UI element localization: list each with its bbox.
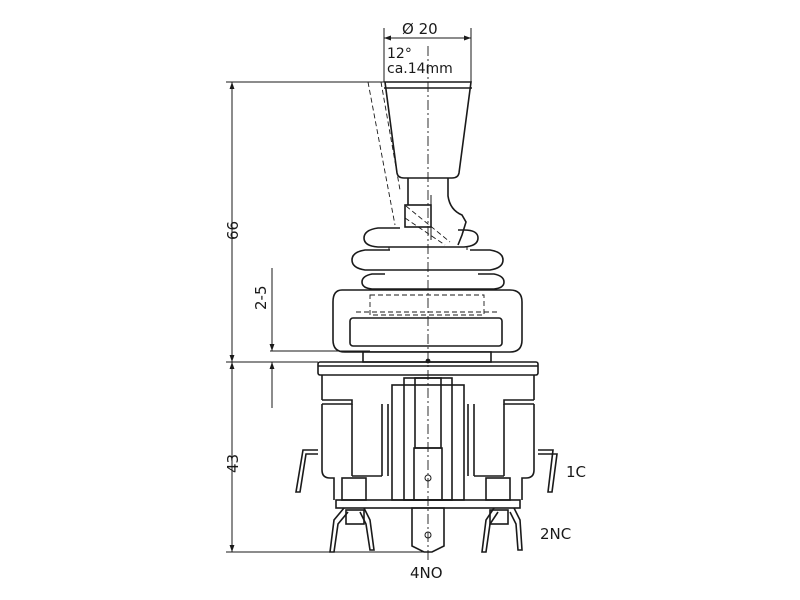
angle-label: 12° xyxy=(387,46,412,62)
side-terminals xyxy=(295,449,558,553)
diameter-label: Ø 20 xyxy=(402,20,438,38)
height-top-dimension: 66 xyxy=(224,81,388,362)
center-terminal xyxy=(411,447,445,553)
rubber-bellows xyxy=(351,227,505,290)
height-bottom-label: 43 xyxy=(224,454,242,473)
terminal-label-4no: 4NO xyxy=(410,564,443,582)
panel-thickness-dimension: 2-5 xyxy=(252,268,370,408)
panel-thickness-label: 2-5 xyxy=(252,286,270,311)
terminal-label-2nc: 2NC xyxy=(540,525,571,543)
tilted-lever-outline xyxy=(367,81,451,246)
lever-shaft xyxy=(404,178,467,246)
pivot-point xyxy=(425,358,431,364)
height-top-label: 66 xyxy=(224,221,242,240)
terminal-label-1c: 1C xyxy=(566,463,586,481)
height-bottom-dimension: 43 xyxy=(224,361,425,553)
travel-label: ca.14mm xyxy=(387,61,453,77)
bezel xyxy=(332,289,523,353)
diameter-dimension: Ø 20 12° ca.14mm xyxy=(383,20,472,82)
